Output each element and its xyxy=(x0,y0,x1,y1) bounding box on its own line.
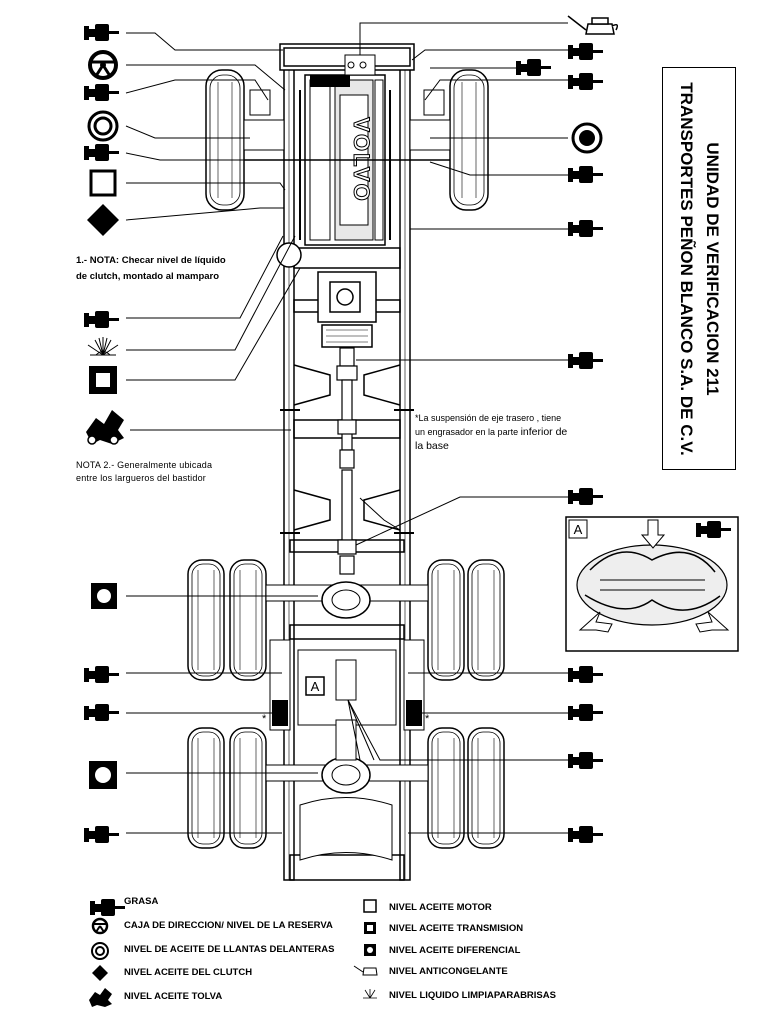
legend-antifreeze-icon xyxy=(353,965,378,976)
front-axle xyxy=(205,69,489,268)
legend-label-transmision: NIVEL ACEITE TRANSMISION xyxy=(389,923,524,934)
grease-icon xyxy=(568,73,603,90)
svg-text:A: A xyxy=(574,522,583,537)
legend-washer-icon xyxy=(363,989,377,999)
engine-block xyxy=(299,54,391,246)
legend-label-anticongelante: NIVEL ANTICONGELANTE xyxy=(389,966,508,977)
note-2-line-1: NOTA 2.- Generalmente ubicada xyxy=(76,460,213,470)
legend-differential-oil-icon xyxy=(364,944,376,956)
drive-shaft xyxy=(336,347,358,575)
grease-icon xyxy=(84,666,119,683)
leader-lines xyxy=(125,22,568,834)
title-line-2: TRANSPORTES PEÑON BLANCO S.A. DE C.V. xyxy=(677,81,696,456)
legend-label-caja-direccion: CAJA DE DIRECCION/ NIVEL DE LA RESERVA xyxy=(124,920,333,931)
front-wheel-oil-icon xyxy=(87,110,119,142)
legend-label-tolva: NIVEL ACEITE TOLVA xyxy=(124,991,223,1002)
legend-label-limpiaparabrisas: NIVEL LIQUIDO LIMPIAPARABRISAS xyxy=(389,990,556,1001)
differential-oil-icon xyxy=(89,761,117,789)
grease-icon xyxy=(568,220,603,237)
rear-note-line-2: un engrasador en la parte inferior de xyxy=(415,425,595,439)
svg-text:*: * xyxy=(262,713,267,725)
grease-icon xyxy=(84,311,119,328)
note-2-line-2: entre los largueros del bastidor xyxy=(76,473,206,483)
legend-steering-wheel-icon xyxy=(91,917,109,935)
grease-icon xyxy=(568,352,603,369)
legend-clutch-oil-icon xyxy=(92,965,108,981)
title-block: UNIDAD DE VERIFICACION 211 TRANSPORTES P… xyxy=(673,69,725,469)
grease-icon xyxy=(568,43,603,60)
rear-note-line-2a: un engrasador en la parte xyxy=(415,427,521,437)
legend-label-grasa: GRASA xyxy=(124,896,159,907)
transmission xyxy=(317,271,377,348)
svg-text:*: * xyxy=(425,713,430,725)
legend-label-diferencial: NIVEL ACEITE DIFERENCIAL xyxy=(389,945,521,956)
legend-engine-oil-icon xyxy=(363,899,377,913)
transmission-oil-icon xyxy=(89,366,117,394)
differential-oil-icon xyxy=(91,583,117,609)
rear-note-line-3: la base xyxy=(415,440,449,452)
grease-icon xyxy=(84,144,119,161)
legend-front-wheel-oil-icon xyxy=(91,942,109,960)
detail-inset: A xyxy=(565,516,739,652)
grease-icon xyxy=(568,826,603,843)
legend-grease-icon xyxy=(90,899,125,916)
grease-icon xyxy=(84,826,119,843)
antifreeze-can-icon xyxy=(567,15,619,35)
title-box: UNIDAD DE VERIFICACION 211 TRANSPORTES P… xyxy=(662,67,736,470)
steering-wheel-icon xyxy=(88,50,118,80)
grease-icon xyxy=(568,752,603,769)
clutch-oil-icon xyxy=(87,204,119,236)
hopper-oil-icon xyxy=(86,410,124,445)
rear-note-line-1: *La suspensión de eje trasero , tiene xyxy=(415,413,562,423)
engine-oil-icon xyxy=(89,169,117,197)
legend-transmission-oil-icon xyxy=(364,922,376,934)
rear-note-line-2b: inferior de xyxy=(520,426,568,438)
note-1-line-1: 1.- NOTA: Checar nivel de líquido xyxy=(76,255,226,266)
svg-text:A: A xyxy=(311,679,320,694)
legend-label-llantas-delanteras: NIVEL DE ACEITE DE LLANTAS DELANTERAS xyxy=(124,944,335,955)
rear-axles: * * xyxy=(187,559,505,861)
grease-icon xyxy=(516,59,551,76)
grease-icon xyxy=(84,24,119,41)
front-wheel-oil-icon xyxy=(571,122,603,154)
grease-icon xyxy=(568,666,603,683)
title-line-1: UNIDAD DE VERIFICACION 211 xyxy=(703,141,722,396)
grease-icon xyxy=(84,704,119,721)
rear-suspension-note: *La suspensión de eje trasero , tiene un… xyxy=(415,411,595,453)
legend-label-clutch: NIVEL ACEITE DEL CLUTCH xyxy=(124,967,253,978)
note-1-line-2: de clutch, montado al mamparo xyxy=(76,271,220,282)
note-2: NOTA 2.- Generalmente ubicada entre los … xyxy=(76,459,266,485)
grease-icon xyxy=(568,488,603,505)
legend-hopper-oil-icon xyxy=(89,988,112,1007)
grease-icon xyxy=(568,166,603,183)
detail-marker-a: A xyxy=(305,676,325,696)
grease-icon xyxy=(84,84,119,101)
windshield-washer-icon xyxy=(87,337,119,356)
note-1: 1.- NOTA: Checar nivel de líquido de clu… xyxy=(76,253,256,285)
legend-label-motor: NIVEL ACEITE MOTOR xyxy=(389,902,492,913)
grease-icon xyxy=(568,704,603,721)
